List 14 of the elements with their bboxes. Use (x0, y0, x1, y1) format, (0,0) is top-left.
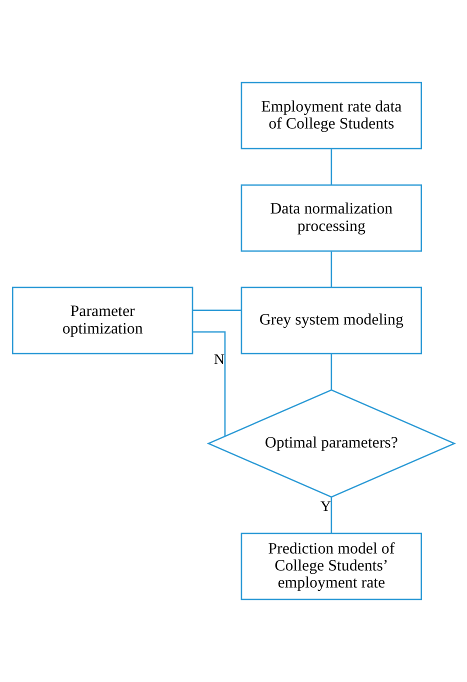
edge-label: N (214, 352, 225, 368)
node-box: Employment rate data of College Students (240, 82, 422, 150)
connector (192, 331, 226, 436)
connector (330, 252, 332, 288)
node-box: Parameter optimization (12, 286, 194, 354)
connector (192, 310, 242, 311)
edge-label: Y (320, 499, 332, 516)
node-diamond: Optimal parameters? (206, 389, 456, 498)
connector (330, 149, 332, 185)
connector (330, 497, 332, 534)
node-box: Data normalization processing (240, 184, 422, 252)
connector (330, 354, 332, 390)
node-box: Grey system modeling (240, 286, 422, 354)
node-box: Prediction model of College Students’ employment rate (240, 532, 422, 600)
